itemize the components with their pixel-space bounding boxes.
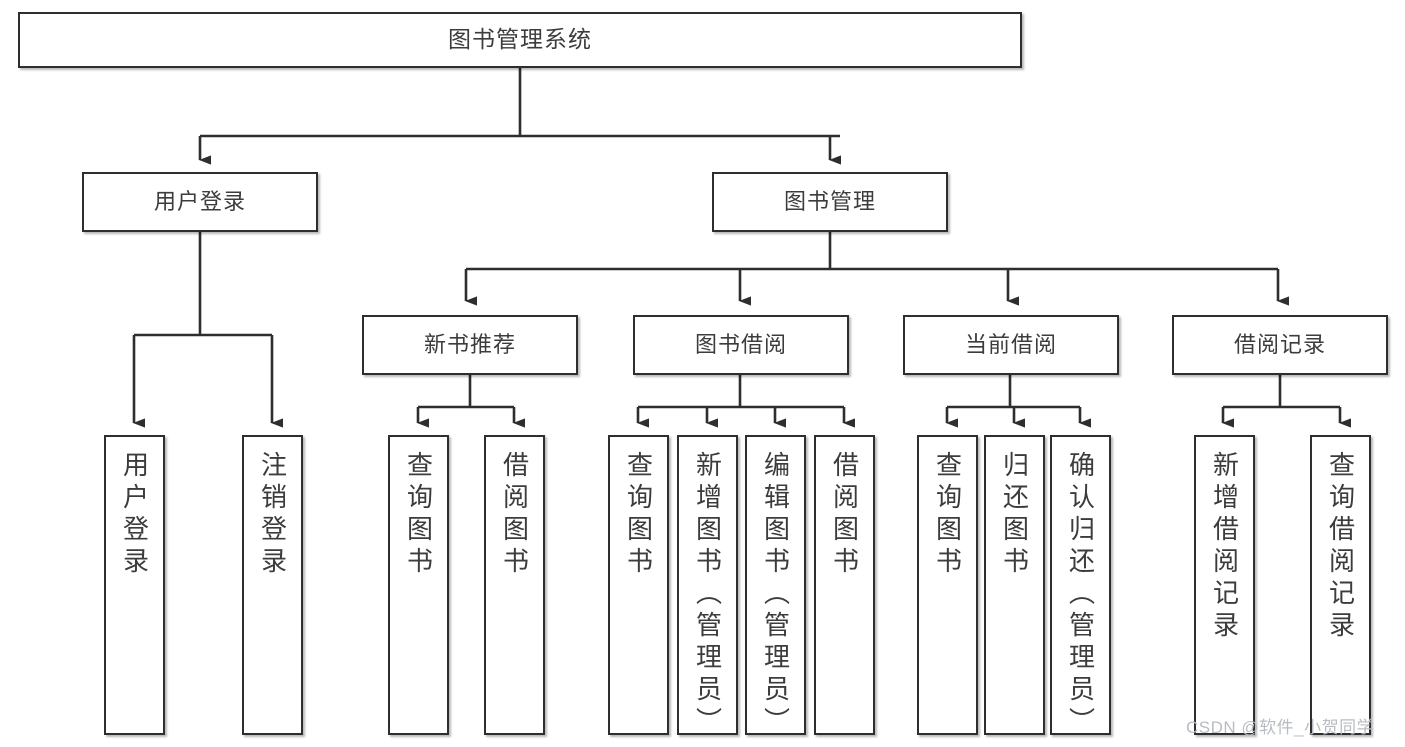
node-label: 当前借阅 xyxy=(964,331,1057,357)
leaf-add-book-admin[interactable]: 新增图书（管理员） xyxy=(677,435,738,739)
node-label: 借阅图书 xyxy=(499,451,530,579)
node-label: 编辑图书（管理员） xyxy=(760,451,791,739)
leaf-user-login[interactable]: 用户登录 xyxy=(104,435,165,735)
leaf-query-borrow-record[interactable]: 查询借阅记录 xyxy=(1310,435,1371,735)
node-book-borrow[interactable]: 图书借阅 xyxy=(633,315,849,375)
node-label: 图书管理系统 xyxy=(448,26,592,53)
leaf-borrow-book-recommend[interactable]: 借阅图书 xyxy=(484,435,545,735)
node-label: 归还图书 xyxy=(999,451,1030,579)
node-new-book-recommend[interactable]: 新书推荐 xyxy=(362,315,578,375)
node-borrow-record[interactable]: 借阅记录 xyxy=(1172,315,1388,375)
leaf-query-book-recommend[interactable]: 查询图书 xyxy=(388,435,449,735)
node-label: 新书推荐 xyxy=(423,331,516,357)
node-label: 新增图书（管理员） xyxy=(692,451,723,739)
node-label: 图书借阅 xyxy=(694,331,787,357)
node-user-login[interactable]: 用户登录 xyxy=(82,172,318,232)
leaf-return-book[interactable]: 归还图书 xyxy=(984,435,1045,735)
leaf-add-borrow-record[interactable]: 新增借阅记录 xyxy=(1194,435,1255,735)
node-label: 借阅记录 xyxy=(1233,331,1326,357)
node-label: 确认归还（管理员） xyxy=(1065,451,1096,739)
leaf-edit-book-admin[interactable]: 编辑图书（管理员） xyxy=(745,435,806,739)
leaf-borrow-book[interactable]: 借阅图书 xyxy=(814,435,875,735)
node-label: 查询图书 xyxy=(932,451,963,579)
node-label: 新增借阅记录 xyxy=(1209,451,1240,643)
node-root-system[interactable]: 图书管理系统 xyxy=(18,12,1022,68)
node-label: 查询借阅记录 xyxy=(1325,451,1356,643)
leaf-logout[interactable]: 注销登录 xyxy=(242,435,303,735)
node-label: 用户登录 xyxy=(119,451,150,579)
node-book-management[interactable]: 图书管理 xyxy=(712,172,948,232)
node-label: 借阅图书 xyxy=(829,451,860,579)
csdn-watermark: CSDN @软件_小贺同学 xyxy=(1186,718,1375,737)
node-current-borrow[interactable]: 当前借阅 xyxy=(903,315,1119,375)
node-label: 用户登录 xyxy=(153,188,246,214)
node-label: 图书管理 xyxy=(783,188,876,214)
node-label: 查询图书 xyxy=(403,451,434,579)
leaf-query-book-borrow[interactable]: 查询图书 xyxy=(608,435,669,735)
leaf-query-book-current[interactable]: 查询图书 xyxy=(917,435,978,735)
leaf-confirm-return-admin[interactable]: 确认归还（管理员） xyxy=(1050,435,1111,739)
node-label: 注销登录 xyxy=(257,451,288,579)
node-label: 查询图书 xyxy=(623,451,654,579)
